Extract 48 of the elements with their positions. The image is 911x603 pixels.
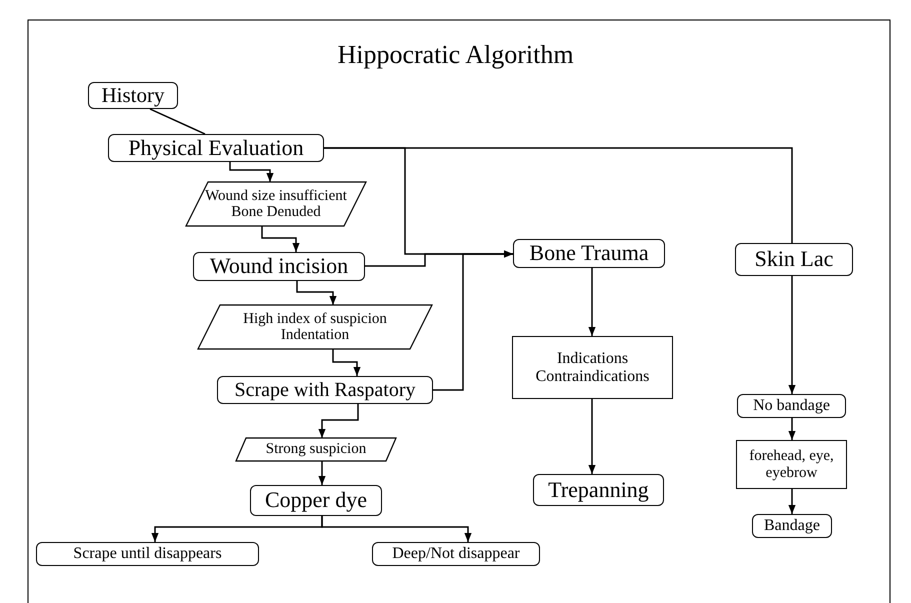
node-text: forehead, eye, eyebrow (748, 448, 835, 481)
rounded-box (193, 252, 365, 281)
rounded-box (88, 82, 178, 109)
node-text: Indentation (280, 327, 350, 344)
diagram-title: Hippocratic Algorithm (337, 40, 574, 69)
rounded-box (752, 514, 832, 538)
rounded-box (372, 542, 540, 566)
connector-arrow (332, 349, 361, 376)
node-text: Strong suspicion (266, 441, 366, 458)
rounded-box (108, 134, 324, 162)
node-text: High index of suspicion (243, 310, 387, 327)
node-text: Deep/Not disappear (392, 545, 520, 563)
node-text: History (102, 84, 164, 108)
connector-arrow (788, 489, 796, 514)
connector-arrow (788, 418, 796, 440)
rounded-box (735, 243, 853, 276)
connector-arrow (296, 281, 337, 305)
node-text: Wound size insufficient (205, 188, 347, 204)
process-box (736, 440, 847, 489)
node-text: Physical Evaluation (128, 136, 304, 160)
node-text: Copper dye (264, 488, 368, 513)
rounded-box (737, 394, 846, 418)
connector-arrow (788, 276, 796, 394)
node-text: Skin Lac (754, 247, 834, 272)
node-text: Trepanning (548, 478, 649, 502)
connector-arrow (321, 516, 472, 542)
node-text: Bone Trauma (529, 241, 649, 266)
rounded-box (36, 542, 259, 566)
rounded-box (513, 239, 665, 268)
connector-arrow (318, 404, 359, 438)
node-text: No bandage (753, 397, 830, 415)
rounded-box (533, 474, 664, 506)
node-text: Scrape until disappears (73, 545, 222, 563)
node-text: Wound incision (210, 254, 348, 279)
node-text: Bandage (764, 517, 820, 535)
rounded-box (217, 376, 433, 404)
node-text: Bone Denuded (231, 204, 321, 220)
connector-arrow (229, 162, 274, 182)
process-box (512, 336, 673, 399)
node-text: Scrape with Raspatory (234, 379, 416, 401)
connector-arrow (433, 250, 513, 391)
connector-arrow (588, 268, 596, 336)
connector-arrow (318, 461, 326, 485)
node-text: Contraindications (536, 368, 650, 386)
node-text: Indications (556, 350, 628, 368)
connector-arrow (261, 226, 300, 252)
connector-arrow (588, 399, 596, 474)
rounded-box (250, 485, 382, 516)
